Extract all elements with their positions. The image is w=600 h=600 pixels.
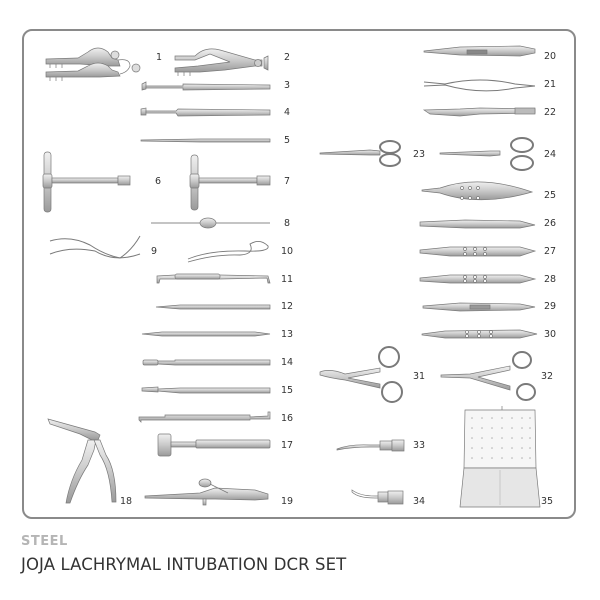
instrument-10-intubation-tube-icon (187, 241, 269, 263)
tray-perforation-dots (471, 417, 531, 459)
instrument-number: 32 (541, 371, 554, 382)
instrument-number: 24 (544, 149, 557, 160)
instrument-number: 33 (413, 440, 426, 451)
instrument-20-needle-holder-icon (423, 45, 536, 57)
instrument-18-rongeur-icon (47, 418, 117, 504)
instrument-24-scissors-icon (439, 137, 534, 171)
instrument-number: 14 (281, 357, 294, 368)
instrument-32-hemostat-icon (440, 351, 536, 401)
instrument-11-double-probe-icon (156, 273, 271, 284)
instrument-31-hemostat-icon (319, 346, 403, 403)
instrument-number: 31 (413, 371, 426, 382)
instrument-8-probe-icon (151, 217, 270, 229)
material-label: STEEL (21, 534, 68, 549)
instrument-9-tubes-icon (49, 235, 141, 259)
instrument-5-probe-icon (140, 138, 271, 143)
instrument-16-hook-icon (138, 411, 271, 423)
instrument-25-castroviejo-icon (421, 181, 534, 201)
instrument-34-cannula-icon (351, 489, 404, 505)
instrument-number: 35 (541, 496, 554, 507)
instrument-26-forceps-icon (419, 219, 536, 229)
instrument-35-sterilization-box-icon (459, 406, 541, 508)
instrument-13-dilator-icon (141, 331, 271, 337)
instrument-14-elevator-icon (142, 359, 271, 366)
instrument-15-elevator-icon (141, 386, 271, 394)
instrument-33-cannula-icon (336, 439, 405, 452)
instrument-number: 12 (281, 301, 294, 312)
instrument-22-needle-holder-icon (422, 107, 536, 117)
instrument-number: 16 (281, 413, 294, 424)
instrument-number: 30 (544, 329, 557, 340)
instrument-27-forceps-icon (419, 246, 537, 257)
instrument-number: 20 (544, 51, 557, 62)
instrument-number: 34 (413, 496, 426, 507)
instrument-21-micro-scissors-icon (423, 79, 536, 92)
instrument-number: 2 (284, 52, 291, 63)
instrument-number: 26 (544, 218, 557, 229)
instrument-number: 11 (281, 274, 294, 285)
product-title: JOJA LACHRYMAL INTUBATION DCR SET (21, 555, 347, 574)
instrument-number: 3 (284, 80, 291, 91)
instrument-number: 18 (120, 496, 133, 507)
instrument-number: 1 (156, 52, 163, 63)
instrument-19-punch-icon (144, 478, 269, 506)
instrument-number: 10 (281, 246, 294, 257)
instrument-number: 19 (281, 496, 294, 507)
instrument-6-trephine-handle-icon (42, 151, 131, 213)
instrument-4-rake-icon (140, 107, 271, 117)
instrument-29-forceps-icon (422, 302, 536, 312)
instrument-3-elevator-icon (141, 81, 271, 91)
instrument-number: 23 (413, 149, 426, 160)
instrument-28-forceps-icon (419, 274, 537, 284)
instrument-number: 8 (284, 218, 291, 229)
instrument-number: 21 (544, 79, 557, 90)
instrument-number: 4 (284, 107, 291, 118)
instrument-number: 6 (155, 176, 162, 187)
instrument-7-trephine-handle-icon (189, 154, 271, 211)
instrument-number: 9 (151, 246, 158, 257)
instrument-number: 17 (281, 440, 294, 451)
instrument-number: 22 (544, 107, 557, 118)
instrument-number: 29 (544, 301, 557, 312)
instrument-number: 25 (544, 190, 557, 201)
instrument-number: 28 (544, 274, 557, 285)
instrument-23-scissors-icon (319, 140, 401, 167)
instrument-number: 13 (281, 329, 294, 340)
instrument-2-retractor-icon (174, 48, 269, 76)
instrument-12-dilator-icon (155, 304, 271, 310)
instrument-17-mallet-icon (157, 433, 271, 457)
instrument-number: 15 (281, 385, 294, 396)
instrument-number: 7 (284, 176, 291, 187)
instrument-1-retractor-icon (45, 47, 141, 81)
instrument-30-forceps-icon (421, 329, 538, 339)
instrument-number: 5 (284, 135, 291, 146)
instrument-number: 27 (544, 246, 557, 257)
